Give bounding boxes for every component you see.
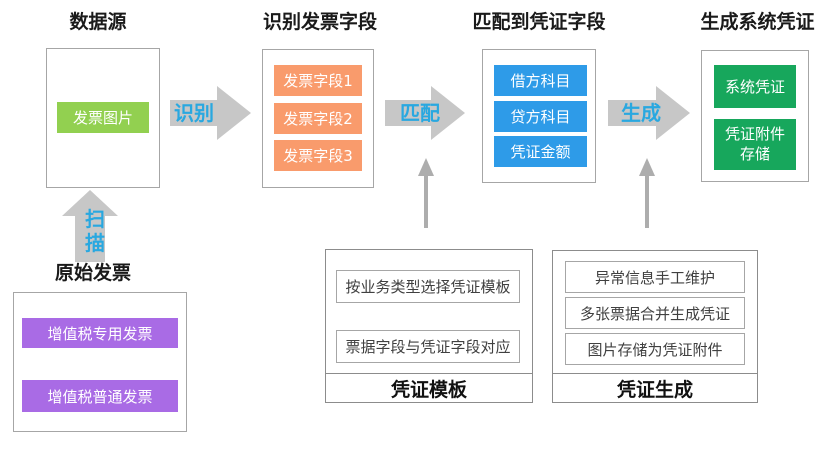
vat-general-invoice-chip: 增值税普通发票 bbox=[22, 380, 178, 412]
generate-arrow-label: 生成 bbox=[621, 101, 661, 125]
header-data-source: 数据源 bbox=[69, 11, 127, 33]
credit-account-chip: 贷方科目 bbox=[494, 101, 587, 132]
generate-arrow-icon bbox=[608, 86, 690, 140]
match-arrow-icon bbox=[385, 86, 465, 140]
voucher-amount-chip: 凭证金额 bbox=[494, 136, 587, 167]
template-rule-2: 票据字段与凭证字段对应 bbox=[336, 330, 520, 363]
header-recognize-fields: 识别发票字段 bbox=[262, 11, 377, 33]
original-invoice-title: 原始发票 bbox=[54, 262, 131, 284]
debit-account-chip: 借方科目 bbox=[494, 65, 587, 96]
header-match-fields: 匹配到凭证字段 bbox=[472, 11, 606, 33]
generation-up-arrow-icon bbox=[639, 158, 655, 228]
scan-arrow-icon bbox=[62, 190, 118, 262]
recognize-arrow-label: 识别 bbox=[174, 101, 214, 125]
match-arrow-label: 匹配 bbox=[400, 101, 440, 125]
invoice-field-2-chip: 发票字段2 bbox=[274, 103, 362, 134]
voucher-generation-label: 凭证生成 bbox=[553, 373, 757, 402]
voucher-attachment-chip: 凭证附件 存储 bbox=[714, 119, 796, 170]
template-rule-1: 按业务类型选择凭证模板 bbox=[336, 270, 520, 303]
scan-arrow-label: 扫 描 bbox=[85, 207, 105, 255]
generation-rule-3: 图片存储为凭证附件 bbox=[565, 333, 745, 365]
generation-rule-1: 异常信息手工维护 bbox=[565, 261, 745, 293]
invoice-field-1-chip: 发票字段1 bbox=[274, 65, 362, 96]
template-up-arrow-icon bbox=[418, 158, 434, 228]
voucher-template-label: 凭证模板 bbox=[326, 373, 532, 402]
system-voucher-chip: 系统凭证 bbox=[714, 65, 796, 108]
recognize-arrow-icon bbox=[170, 86, 251, 140]
invoice-image-chip: 发票图片 bbox=[57, 102, 149, 133]
invoice-field-3-chip: 发票字段3 bbox=[274, 140, 362, 171]
generation-rule-2: 多张票据合并生成凭证 bbox=[565, 297, 745, 329]
vat-special-invoice-chip: 增值税专用发票 bbox=[22, 318, 178, 348]
header-generate-voucher: 生成系统凭证 bbox=[700, 11, 815, 33]
